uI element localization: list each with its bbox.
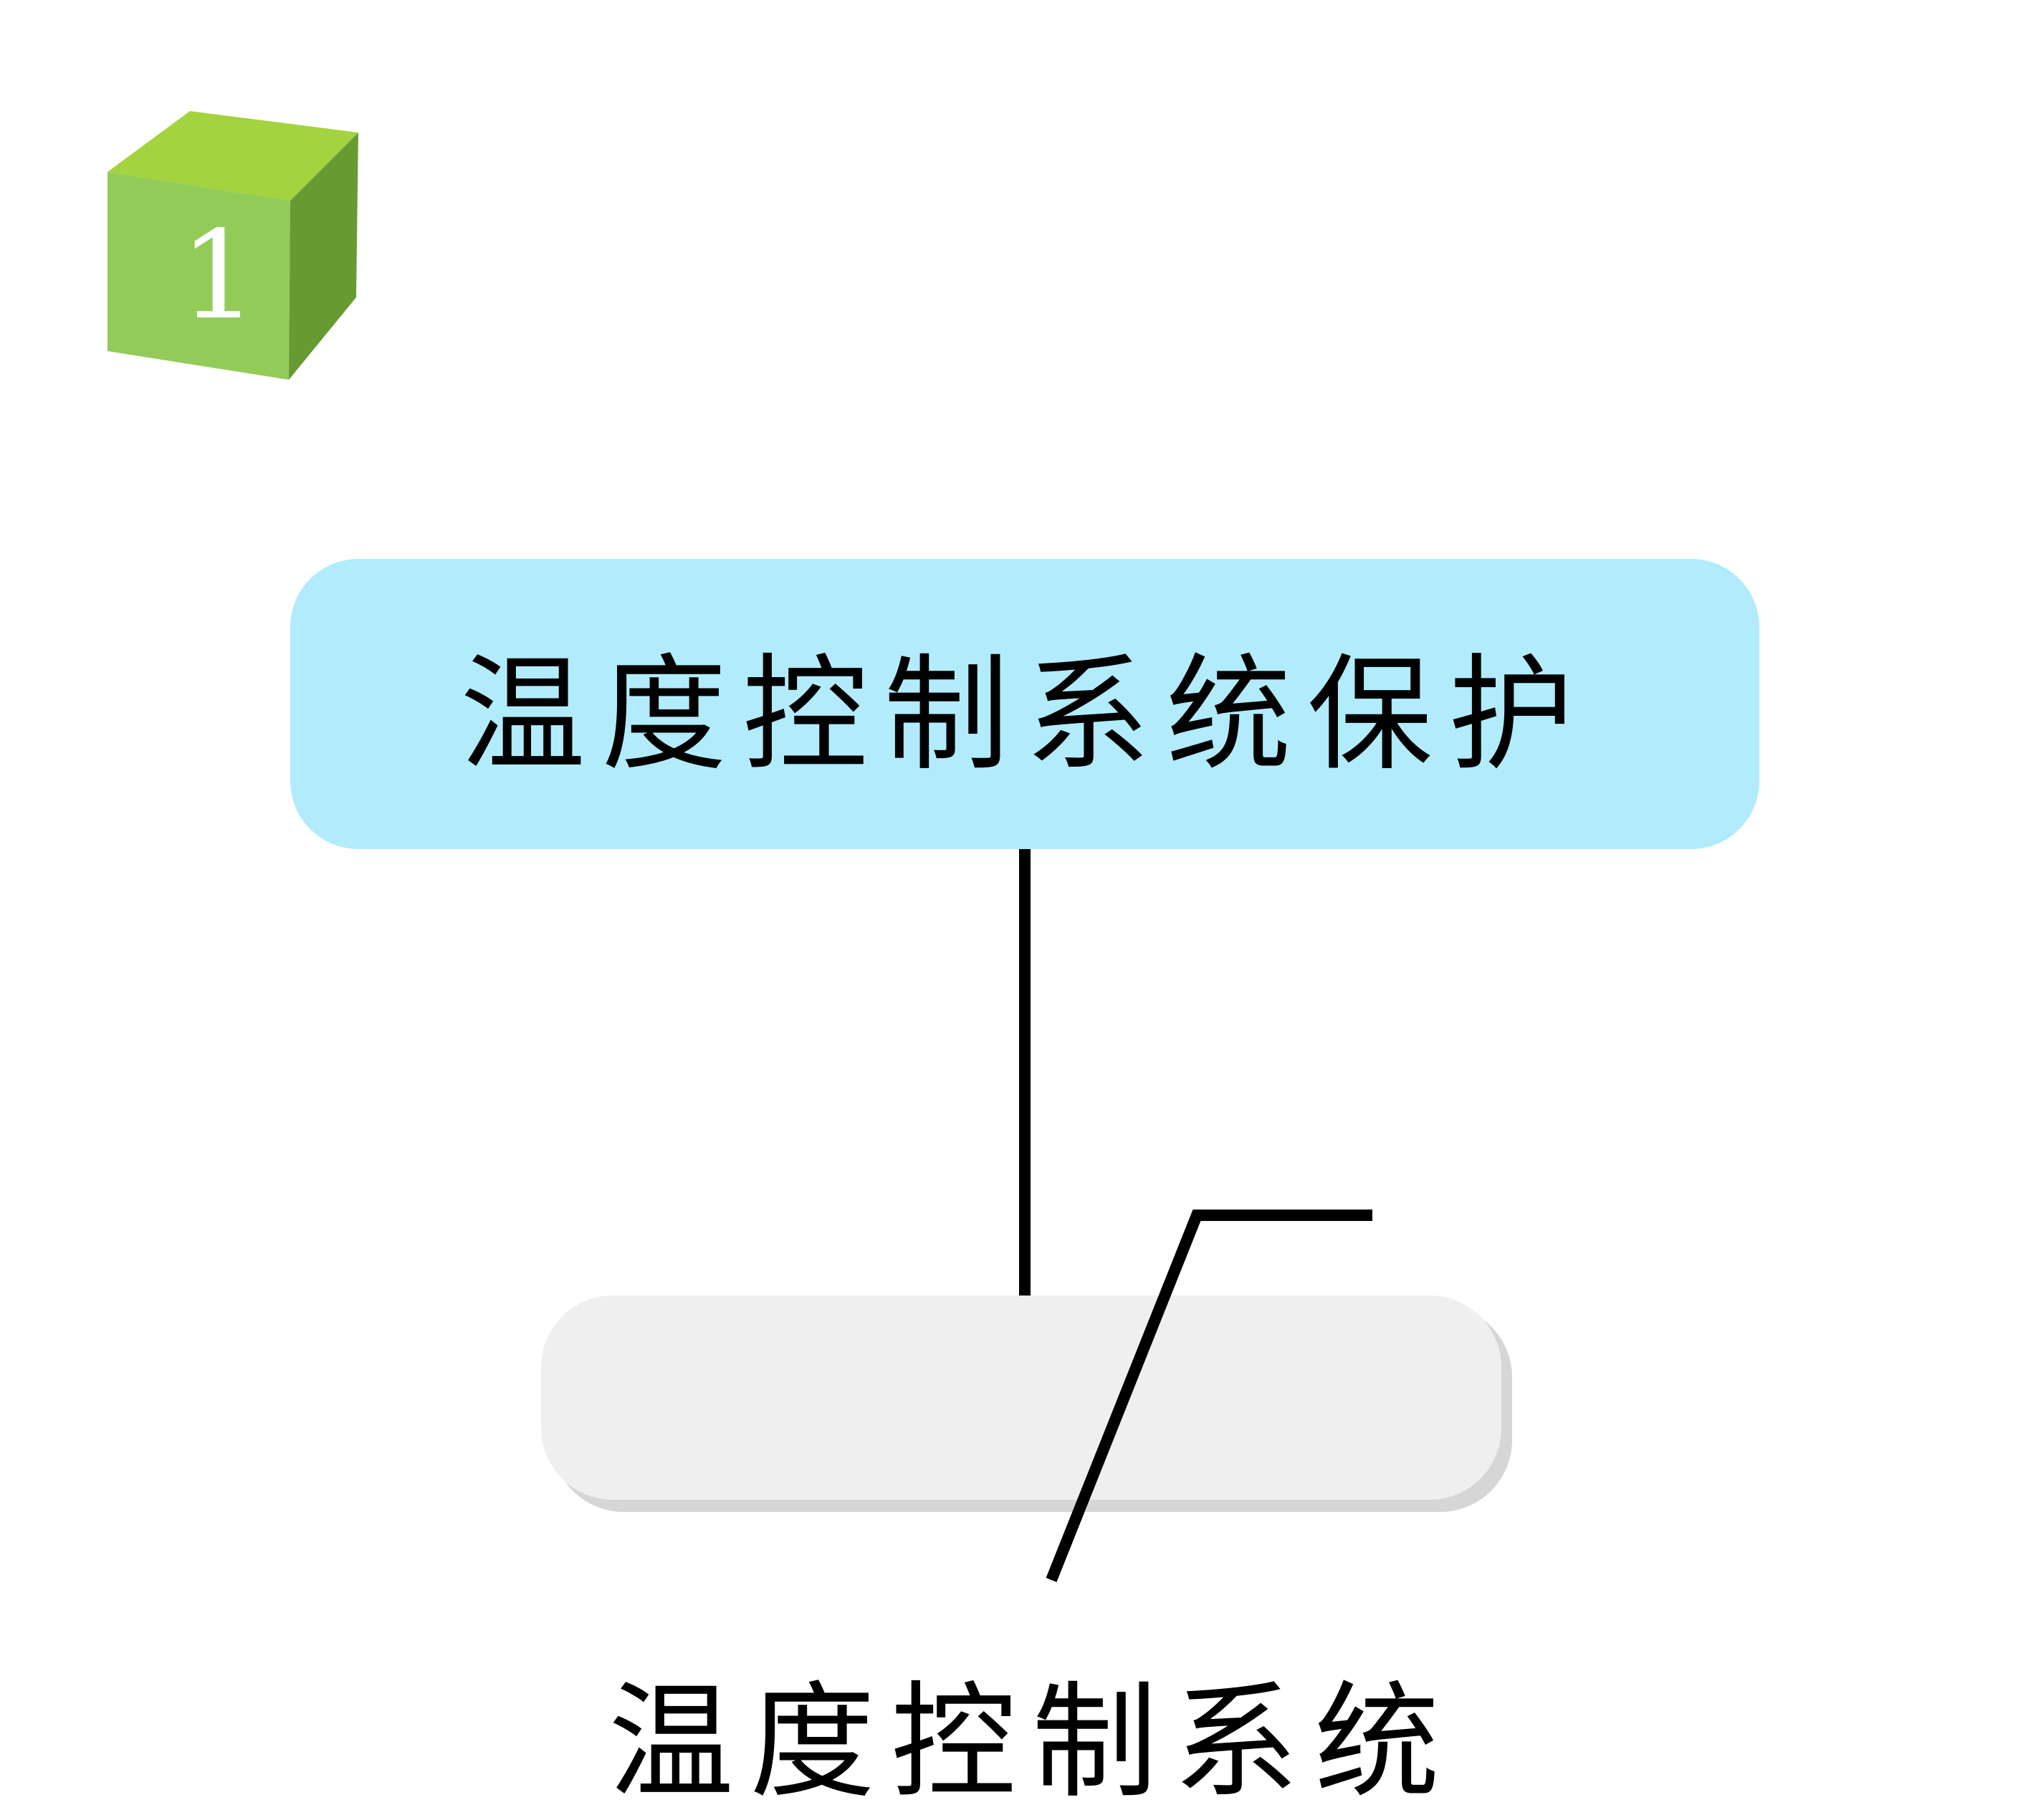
cube-front-face bbox=[107, 172, 290, 380]
cube-top-face bbox=[107, 111, 358, 201]
child-node bbox=[541, 1295, 1501, 1500]
root-node: 温度控制系统保护 bbox=[290, 559, 1759, 849]
child-node-label: 温度控制系统 bbox=[608, 1670, 1456, 1816]
root-node-label: 温度控制系统保护 bbox=[460, 643, 1590, 788]
badge-number: 1 bbox=[179, 205, 258, 347]
green-cube-icon bbox=[107, 111, 358, 380]
cube-badge: 1 bbox=[104, 107, 362, 387]
cube-side-face bbox=[289, 133, 358, 380]
